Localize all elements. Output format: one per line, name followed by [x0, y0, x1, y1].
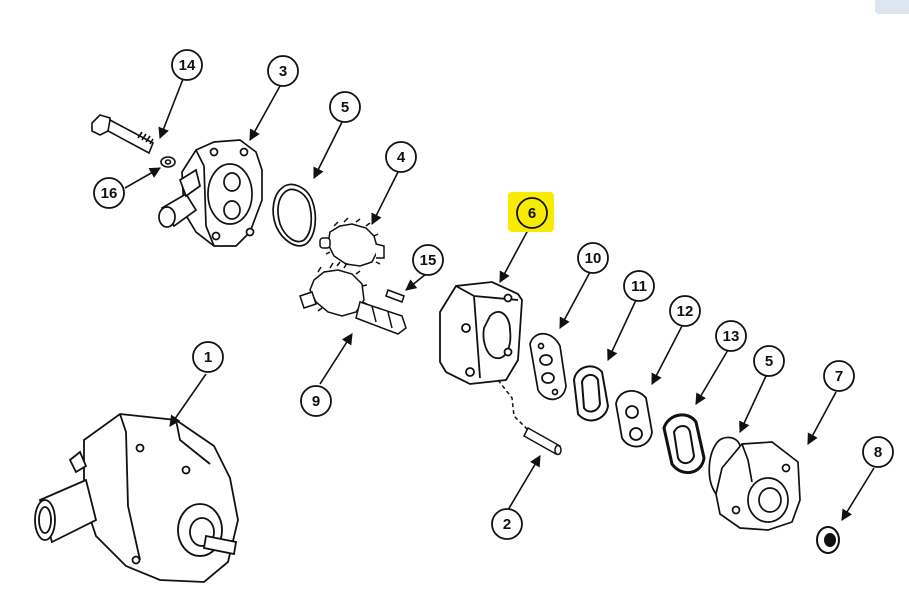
part-pin-small	[385, 289, 405, 303]
callout-4: 4	[385, 141, 417, 173]
svg-text:13: 13	[723, 328, 740, 345]
svg-text:7: 7	[835, 368, 843, 385]
svg-text:8: 8	[874, 444, 882, 461]
leader-lines	[124, 78, 875, 521]
callout-5-bottom: 5	[753, 345, 785, 377]
part-pump-assembly	[34, 413, 239, 583]
corner-tab[interactable]	[875, 0, 909, 14]
svg-text:10: 10	[585, 250, 602, 267]
svg-text:5: 5	[765, 353, 773, 370]
svg-text:4: 4	[397, 149, 406, 166]
callout-11: 11	[623, 270, 655, 302]
part-seal-13	[662, 413, 706, 474]
svg-text:1: 1	[204, 349, 212, 366]
part-washer	[160, 156, 176, 168]
part-drive-gear	[299, 262, 407, 335]
part-plate-10	[529, 332, 567, 401]
svg-text:2: 2	[503, 516, 511, 533]
svg-text:14: 14	[179, 57, 196, 74]
callout-7: 7	[823, 360, 855, 392]
part-o-ring-top	[272, 183, 317, 247]
svg-text:12: 12	[677, 303, 694, 320]
svg-text:3: 3	[279, 63, 287, 80]
svg-text:15: 15	[420, 252, 437, 269]
callout-9: 9	[300, 385, 332, 417]
callout-8: 8	[862, 436, 894, 468]
part-end-cover	[158, 139, 263, 247]
callout-10: 10	[577, 242, 609, 274]
part-gear-housing	[439, 281, 523, 385]
part-plate-12	[615, 390, 653, 448]
callout-6: 6	[508, 192, 554, 232]
callout-3: 3	[267, 55, 299, 87]
callout-12: 12	[669, 295, 701, 327]
svg-text:9: 9	[312, 393, 320, 410]
callout-5-top: 5	[329, 91, 361, 123]
part-plate-11	[572, 365, 610, 422]
callout-13: 13	[715, 320, 747, 352]
callout-15: 15	[412, 244, 444, 276]
part-shaft-seal	[816, 526, 840, 554]
callout-1: 1	[192, 341, 224, 373]
svg-text:6: 6	[528, 205, 536, 222]
part-bolt	[91, 114, 155, 155]
part-mounting-flange	[715, 441, 801, 531]
svg-text:16: 16	[101, 185, 118, 202]
part-dowel-pin	[497, 379, 562, 456]
callout-2: 2	[491, 508, 523, 540]
svg-text:5: 5	[341, 99, 349, 116]
callout-14: 14	[171, 49, 203, 81]
callout-16: 16	[93, 177, 125, 209]
svg-text:11: 11	[631, 278, 647, 295]
part-gear-upper	[319, 217, 385, 267]
